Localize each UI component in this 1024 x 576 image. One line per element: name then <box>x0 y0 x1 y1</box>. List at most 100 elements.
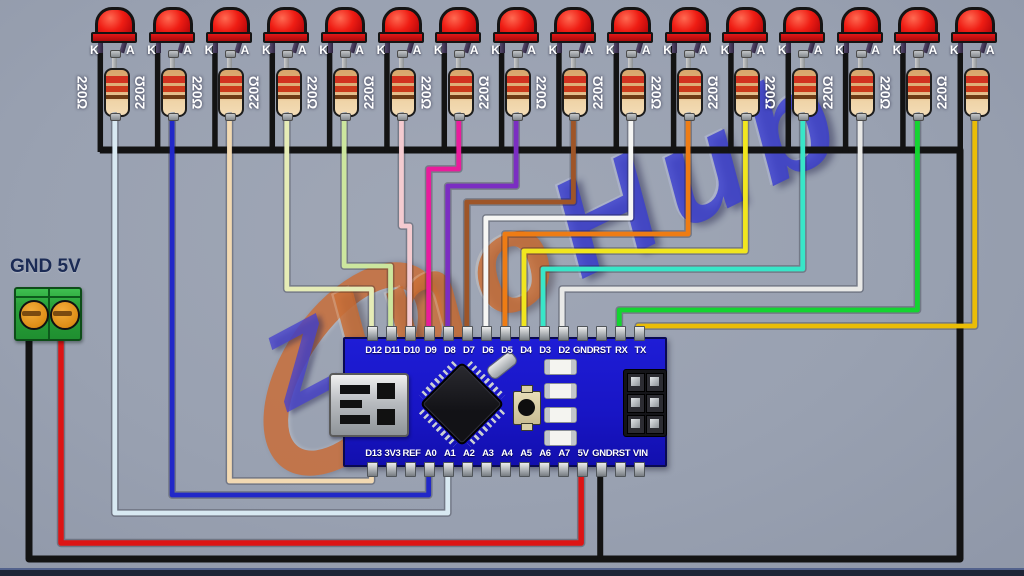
resistor-15-band <box>908 76 931 83</box>
led-4-cathode-leg <box>270 40 276 53</box>
resistor-2-crimp-top <box>167 50 179 58</box>
resistor-8-band <box>507 76 530 83</box>
resistor-7-band <box>449 86 472 92</box>
resistor-16-value-label: 220Ω <box>934 75 950 110</box>
resistor-11-lead-top <box>685 52 691 70</box>
wire-led9-to-D7 <box>464 119 576 333</box>
led-10-flange <box>607 32 654 43</box>
power-terminal-label: GND 5V <box>10 256 81 277</box>
resistor-10-band <box>621 76 644 83</box>
resistor-12-crimp-bottom <box>740 113 752 121</box>
led-14-flange <box>836 32 883 43</box>
pin-label-D13: D13 <box>365 448 382 459</box>
led-16-flange <box>951 32 998 43</box>
resistor-7-band <box>449 76 472 83</box>
pin-label-RST: RST <box>612 448 631 459</box>
resistor-4-crimp-bottom <box>282 113 294 121</box>
usb-detail <box>340 385 370 394</box>
pin-stub-bottom-A5 <box>519 462 531 477</box>
resistor-11-body <box>677 68 704 117</box>
resistor-1-crimp-top <box>110 50 122 58</box>
resistor-8-crimp-bottom <box>511 113 523 121</box>
resistor-9-band <box>564 95 587 99</box>
resistor-9-value-label: 220Ω <box>533 75 549 110</box>
pin-label-D9: D9 <box>424 345 437 356</box>
bottom-edge-strip <box>0 568 1024 576</box>
pin-stub-bottom-A2 <box>462 462 474 477</box>
resistor-13-body <box>791 68 818 117</box>
resistor-16-band <box>965 95 988 99</box>
resistor-11-band <box>679 86 702 92</box>
resistor-16-crimp-top <box>970 50 982 58</box>
wire-led6-to-D10 <box>399 119 413 333</box>
led-12-anode-label: A <box>756 43 766 57</box>
resistor-15-body <box>906 68 933 117</box>
resistor-13-lead-top <box>800 52 806 70</box>
resistor-9-crimp-bottom <box>568 113 580 121</box>
wire-led4-to-D12 <box>284 119 374 333</box>
pin-stub-top-D10 <box>405 326 417 341</box>
resistor-2-crimp-bottom <box>167 113 179 121</box>
pin-label-D8: D8 <box>443 345 456 356</box>
led-12-flange <box>721 32 768 43</box>
pin-stub-bottom-D13 <box>367 462 378 477</box>
resistor-12-band <box>736 76 759 83</box>
pin-label-D12: D12 <box>365 345 382 356</box>
resistor-15-crimp-bottom <box>912 113 924 121</box>
pin-label-A2: A2 <box>463 448 475 459</box>
led-10-cathode-label: K <box>605 43 615 57</box>
resistor-10-crimp-bottom <box>626 113 638 121</box>
resistor-7-body <box>447 68 474 117</box>
pin-label-TX: TX <box>634 345 647 356</box>
resistor-1-band <box>105 95 128 99</box>
led-13-cathode-leg <box>786 40 792 53</box>
resistor-16-band <box>965 86 988 92</box>
led-13-cathode-label: K <box>777 43 787 57</box>
led-16-cathode-leg <box>958 40 964 53</box>
resistor-4-body <box>275 68 302 117</box>
resistor-14-body <box>849 68 876 117</box>
resistor-1-value-label: 220Ω <box>74 75 90 110</box>
smd-component <box>544 383 577 399</box>
led-6-cathode-label: K <box>376 43 386 57</box>
icsp-header <box>623 369 667 437</box>
wire-5v <box>58 333 584 546</box>
led-12-cathode-label: K <box>720 43 730 57</box>
led-13-anode-label: A <box>813 43 823 57</box>
wire-led10-to-D6 <box>483 119 634 333</box>
led-4-cathode-label: K <box>261 43 271 57</box>
resistor-13-value-label: 220Ω <box>762 75 778 110</box>
led-9-cathode-label: K <box>548 43 558 57</box>
led-16-anode-label: A <box>985 43 995 57</box>
pin-label-3V3: 3V3 <box>384 448 401 459</box>
pin-label-RST: RST <box>593 345 612 356</box>
pin-label-D5: D5 <box>501 345 513 356</box>
wire-led12-to-D4 <box>521 119 748 333</box>
resistor-11-crimp-bottom <box>683 113 695 121</box>
pin-label-REF: REF <box>402 448 421 459</box>
resistor-11-value-label: 220Ω <box>648 75 664 110</box>
led-6-flange <box>377 32 424 43</box>
resistor-6-value-label: 220Ω <box>361 75 377 110</box>
led-11-flange <box>664 32 711 43</box>
led-14-anode-label: A <box>871 43 880 57</box>
power-terminal-block <box>14 287 82 341</box>
led-1-anode-label: A <box>125 43 135 57</box>
resistor-3-band <box>220 76 243 83</box>
led-2-cathode-leg <box>155 40 161 53</box>
icsp-pin-6 <box>646 415 664 434</box>
led-9-anode-label: A <box>584 43 594 57</box>
led-6-cathode-leg <box>384 40 390 53</box>
resistor-6-band <box>392 76 415 83</box>
resistor-14-band <box>851 95 874 99</box>
terminal-divider <box>48 289 50 339</box>
resistor-10-crimp-top <box>626 50 638 58</box>
led-2-anode-label: A <box>183 43 192 57</box>
resistor-3-value-label: 220Ω <box>189 75 205 110</box>
resistor-6-crimp-bottom <box>396 113 408 121</box>
resistor-15-band <box>908 95 931 99</box>
resistor-4-lead-top <box>284 52 290 70</box>
pin-stub-top-TX <box>633 326 645 341</box>
resistor-16-lead-top <box>972 52 978 70</box>
resistor-16-body <box>963 68 990 117</box>
